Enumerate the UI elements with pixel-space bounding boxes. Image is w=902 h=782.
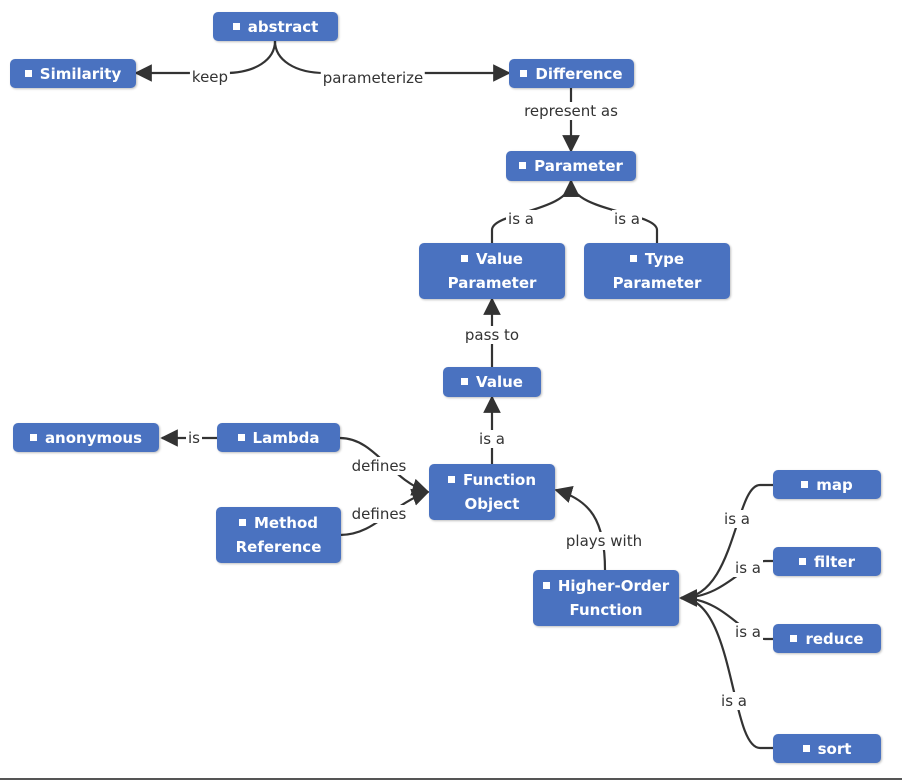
node-label-line-2: Reference bbox=[235, 538, 322, 556]
edge-label-is-a-type-param: is a bbox=[612, 210, 642, 228]
node-label: anonymous bbox=[44, 428, 143, 447]
node-label-line-2: Function bbox=[569, 601, 643, 619]
node-similarity[interactable]: Similarity bbox=[10, 59, 136, 88]
bullet-icon bbox=[790, 634, 798, 642]
bullet-icon bbox=[237, 433, 245, 441]
edge-label-is-a-reduce: is a bbox=[733, 623, 763, 641]
edge-is-a-map bbox=[679, 483, 773, 607]
node-label-line-2: Parameter bbox=[447, 274, 537, 292]
node-label: filter bbox=[813, 552, 855, 571]
edge-label-is-lambda: is bbox=[186, 429, 202, 447]
edge-label-is-a-filter: is a bbox=[733, 559, 763, 577]
node-label: Similarity bbox=[39, 64, 122, 83]
node-label-line-1: Higher-Order bbox=[557, 577, 670, 595]
node-map[interactable]: map bbox=[773, 470, 881, 499]
bullet-icon bbox=[461, 255, 469, 262]
node-label: Difference bbox=[535, 64, 623, 83]
node-reduce[interactable]: reduce bbox=[773, 624, 881, 653]
edge-label-is-a-value-param: is a bbox=[506, 210, 536, 228]
bullet-icon bbox=[542, 582, 550, 589]
node-label-line-2: Parameter bbox=[612, 274, 702, 292]
edge-label-is-a-function-object: is a bbox=[477, 430, 507, 448]
edge-label-represent-as: represent as bbox=[522, 102, 620, 120]
bullet-icon bbox=[629, 255, 637, 262]
node-lambda[interactable]: Lambda bbox=[217, 423, 340, 452]
node-label-line-1: Type bbox=[644, 250, 685, 268]
bullet-icon bbox=[798, 557, 806, 565]
node-label: reduce bbox=[805, 629, 864, 648]
bullet-icon bbox=[232, 22, 240, 30]
node-label-line-1: Value bbox=[476, 250, 523, 268]
node-filter[interactable]: filter bbox=[773, 547, 881, 576]
node-label: Lambda bbox=[252, 428, 320, 447]
bullet-icon bbox=[520, 69, 528, 77]
edge-label-keep: keep bbox=[189, 68, 231, 86]
edge-label-is-a-sort: is a bbox=[719, 692, 749, 710]
node-label: Value bbox=[476, 373, 523, 391]
edge-label-parameterize: parameterize bbox=[320, 69, 426, 87]
node-label-line-1: Method bbox=[254, 514, 318, 532]
edge-label-pass-to: pass to bbox=[462, 326, 522, 344]
node-anonymous[interactable]: anonymous bbox=[13, 423, 159, 452]
edge-label-defines-method-ref: defines bbox=[349, 505, 409, 523]
node-value[interactable]: Value bbox=[443, 367, 541, 397]
edge-plays-with bbox=[554, 486, 607, 571]
edge-is-a-sort bbox=[679, 589, 773, 750]
node-label-line-2: Object bbox=[464, 495, 520, 513]
bullet-icon bbox=[239, 519, 246, 526]
bullet-icon bbox=[24, 69, 32, 77]
node-label: abstract bbox=[247, 17, 319, 36]
node-difference[interactable]: Difference bbox=[509, 59, 634, 88]
node-parameter[interactable]: Parameter bbox=[506, 151, 636, 181]
bottom-border bbox=[0, 778, 902, 780]
bullet-icon bbox=[447, 476, 455, 483]
bullet-icon bbox=[801, 480, 809, 488]
node-label-line-1: Function bbox=[462, 471, 537, 489]
node-label: sort bbox=[817, 739, 852, 758]
bullet-icon bbox=[461, 378, 469, 385]
node-abstract[interactable]: abstract bbox=[213, 12, 338, 41]
node-label: Parameter bbox=[534, 157, 623, 175]
bullet-icon bbox=[29, 433, 37, 441]
node-label: map bbox=[816, 475, 853, 494]
edge-label-is-a-map: is a bbox=[722, 510, 752, 528]
bullet-icon bbox=[802, 744, 810, 752]
bullet-icon bbox=[519, 162, 527, 169]
edge-label-defines-lambda: defines bbox=[349, 457, 409, 475]
edge-label-plays-with: plays with bbox=[563, 532, 645, 550]
node-sort[interactable]: sort bbox=[773, 734, 881, 763]
